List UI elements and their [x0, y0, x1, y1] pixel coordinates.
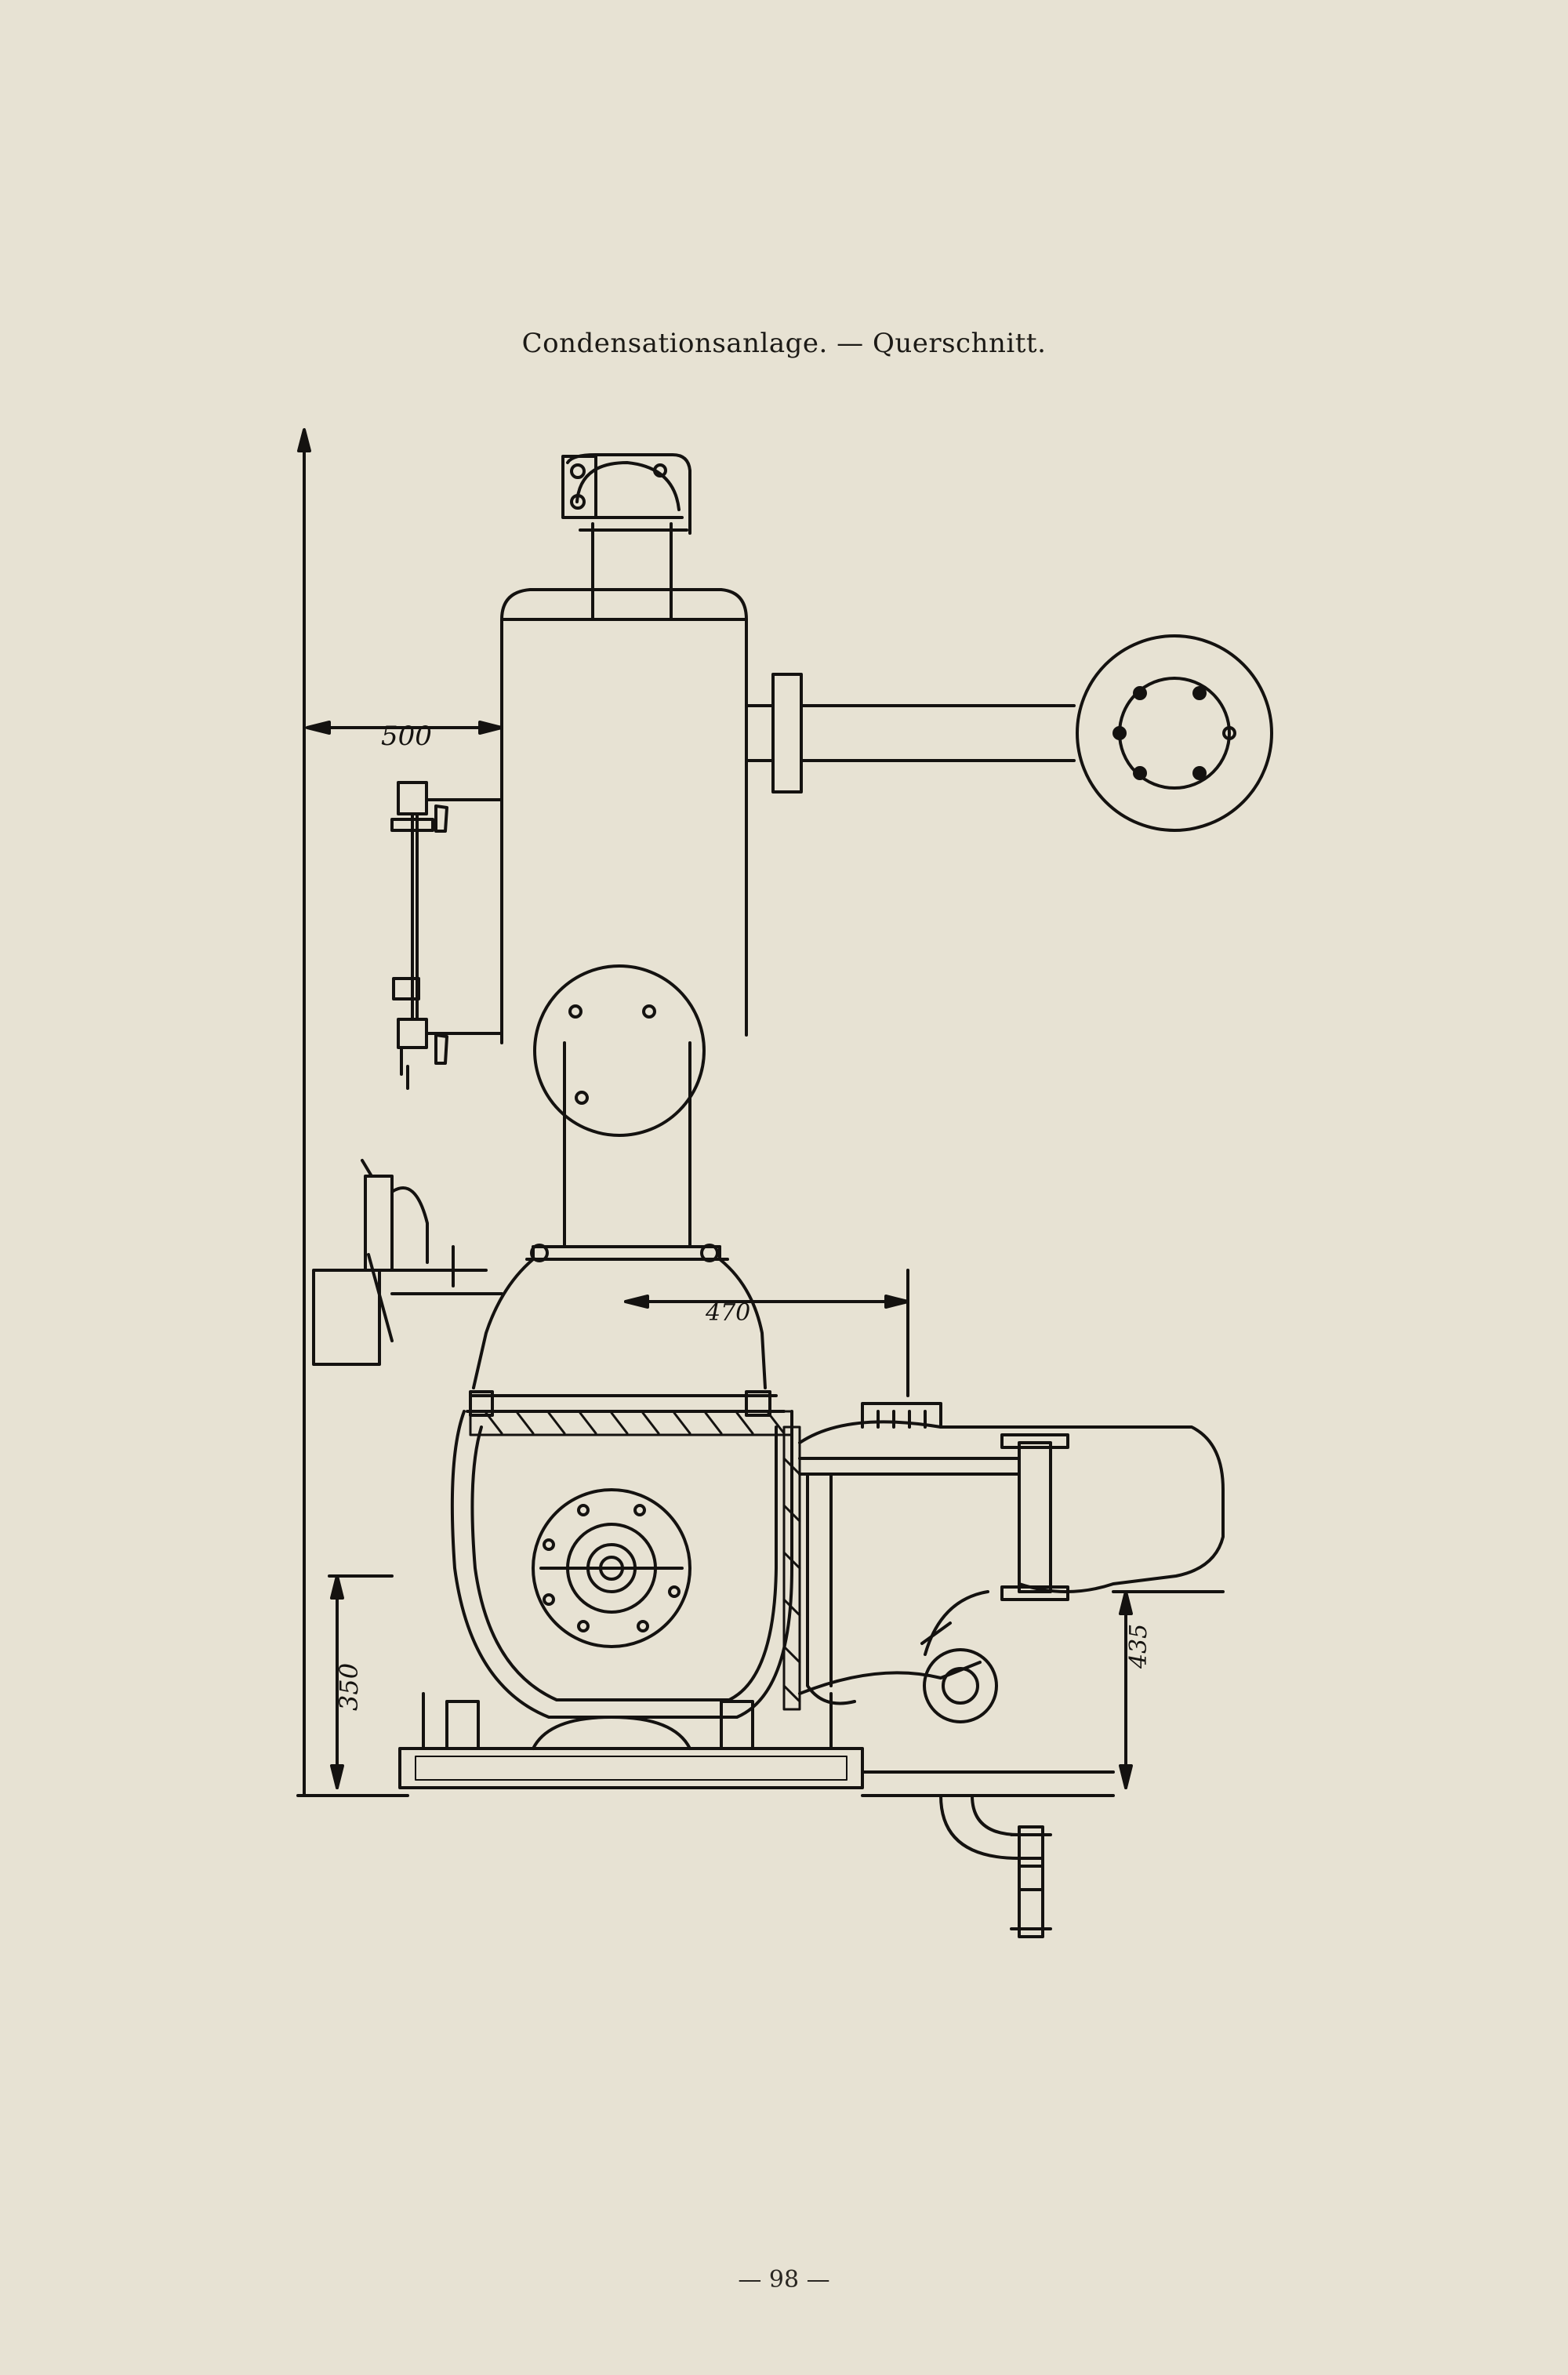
dimension-435 — [1112, 1590, 1225, 1789]
dimension-350 — [328, 1574, 394, 1789]
valve-housing-section — [469, 1410, 801, 1711]
side-lever-pump — [312, 1159, 503, 1366]
dimension-500 — [306, 721, 503, 735]
dimension-label-500: 500 — [381, 721, 432, 752]
dimension-470 — [624, 1269, 909, 1397]
figure-caption: Condensationsanlage. — Querschnitt. — [521, 328, 1047, 359]
base-plate — [398, 1692, 1115, 1797]
height-dimension-line — [296, 428, 409, 1797]
dimension-label-435: 435 — [1125, 1624, 1152, 1669]
water-gauge-glass — [390, 781, 503, 1090]
discharge-valve-chest — [798, 1402, 1225, 1705]
air-pump-casing — [450, 1258, 793, 1719]
side-discharge-pipe — [745, 634, 1273, 832]
page-number: — 98 — — [738, 2266, 830, 2293]
pump-impeller — [532, 1488, 691, 1648]
drain-pipe — [939, 1794, 1052, 1938]
condenser-cylinder — [500, 528, 748, 1044]
condenser-neck — [525, 964, 729, 1262]
dimension-label-350: 350 — [334, 1663, 364, 1711]
dimension-label-470: 470 — [705, 1299, 750, 1327]
outlet-nozzle — [920, 1590, 998, 1723]
